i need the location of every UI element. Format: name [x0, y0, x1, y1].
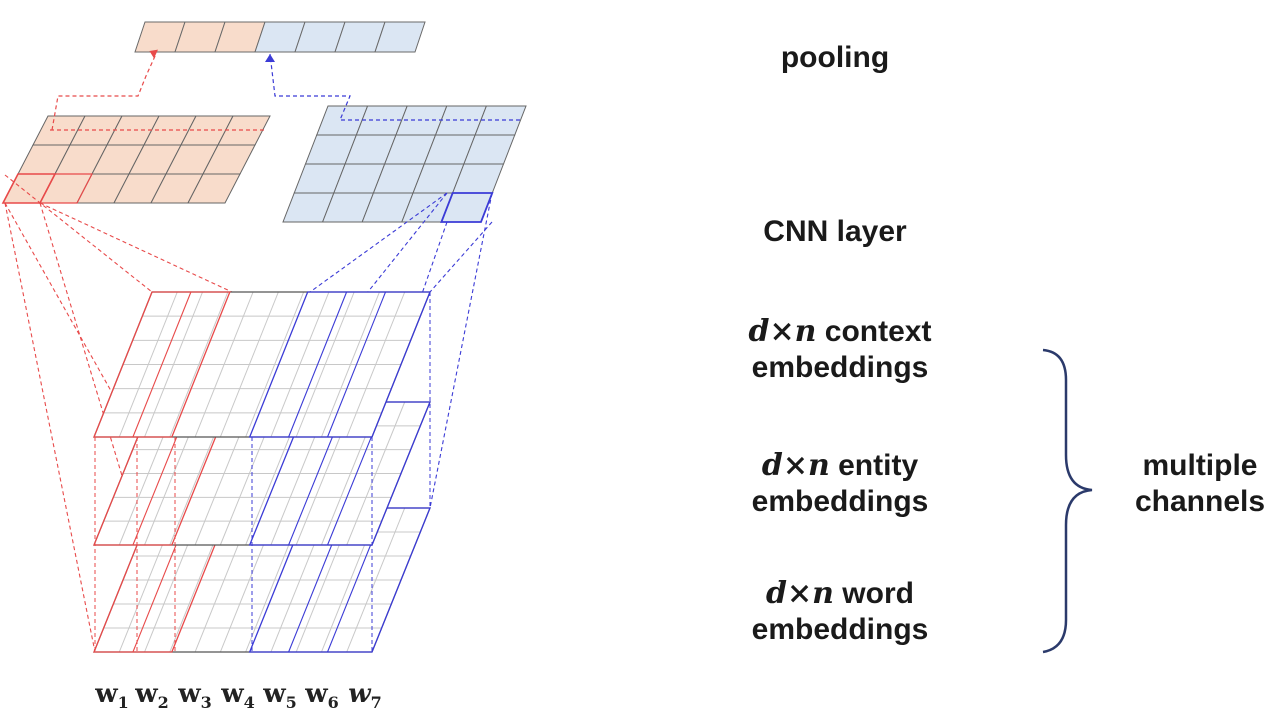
multiple-channels-label: multiple channels [1134, 449, 1266, 518]
dim-symbol: d×n [761, 448, 830, 483]
blue-window-cell [440, 192, 494, 223]
dim-symbol: d×n [748, 314, 817, 349]
red-window-cell [39, 173, 93, 204]
word-token-6: w6 [304, 679, 339, 712]
blue-projection [429, 221, 493, 293]
word-token-1: w1 [94, 679, 129, 712]
filter-projection-lines [4, 174, 493, 653]
entity-word: entity [838, 449, 919, 482]
pool-cell [374, 21, 426, 53]
word-token-3: w3 [177, 679, 212, 712]
red-pool-arrow [51, 49, 158, 131]
context-word: context [824, 315, 932, 348]
embedding-channel-stack [93, 291, 431, 653]
cnn-layer-label: CNN layer [763, 215, 907, 248]
blue-filter-divider [288, 291, 348, 438]
blue-projection [429, 192, 493, 509]
embeddings-word: embeddings [751, 613, 929, 646]
channels-brace [1042, 348, 1093, 654]
pooling-label: pooling [780, 41, 890, 74]
red-projection [39, 202, 233, 293]
word-token-7: w7 [348, 679, 382, 712]
red-projection [4, 202, 96, 653]
embeddings-word: embeddings [751, 351, 929, 384]
pooling-vector [134, 21, 426, 53]
word-token-2: w2 [134, 679, 169, 712]
blue-arrow-head [265, 54, 275, 62]
word-token-5: w5 [262, 679, 297, 712]
word-word: word [842, 577, 914, 610]
embeddings-word: embeddings [751, 485, 929, 518]
word-embeddings-label: d×n word embeddings [700, 576, 980, 648]
blue-pool-arrow [269, 53, 520, 121]
red-projection [4, 174, 153, 293]
blue-projection [309, 192, 448, 293]
orange-feature-cell [187, 173, 241, 204]
red-filter-window [93, 291, 231, 438]
blue-filter-divider [327, 291, 387, 438]
word-token-4: w4 [220, 679, 255, 712]
blue-filter-window [248, 507, 431, 653]
entity-embeddings-label: d×n entity embeddings [700, 448, 980, 520]
cnn-feature-maps [1, 49, 527, 223]
red-projection [4, 202, 138, 438]
dim-symbol: d×n [766, 576, 834, 611]
context-embeddings-label: d×n context embeddings [700, 314, 980, 386]
red-filter-divider [132, 291, 192, 438]
